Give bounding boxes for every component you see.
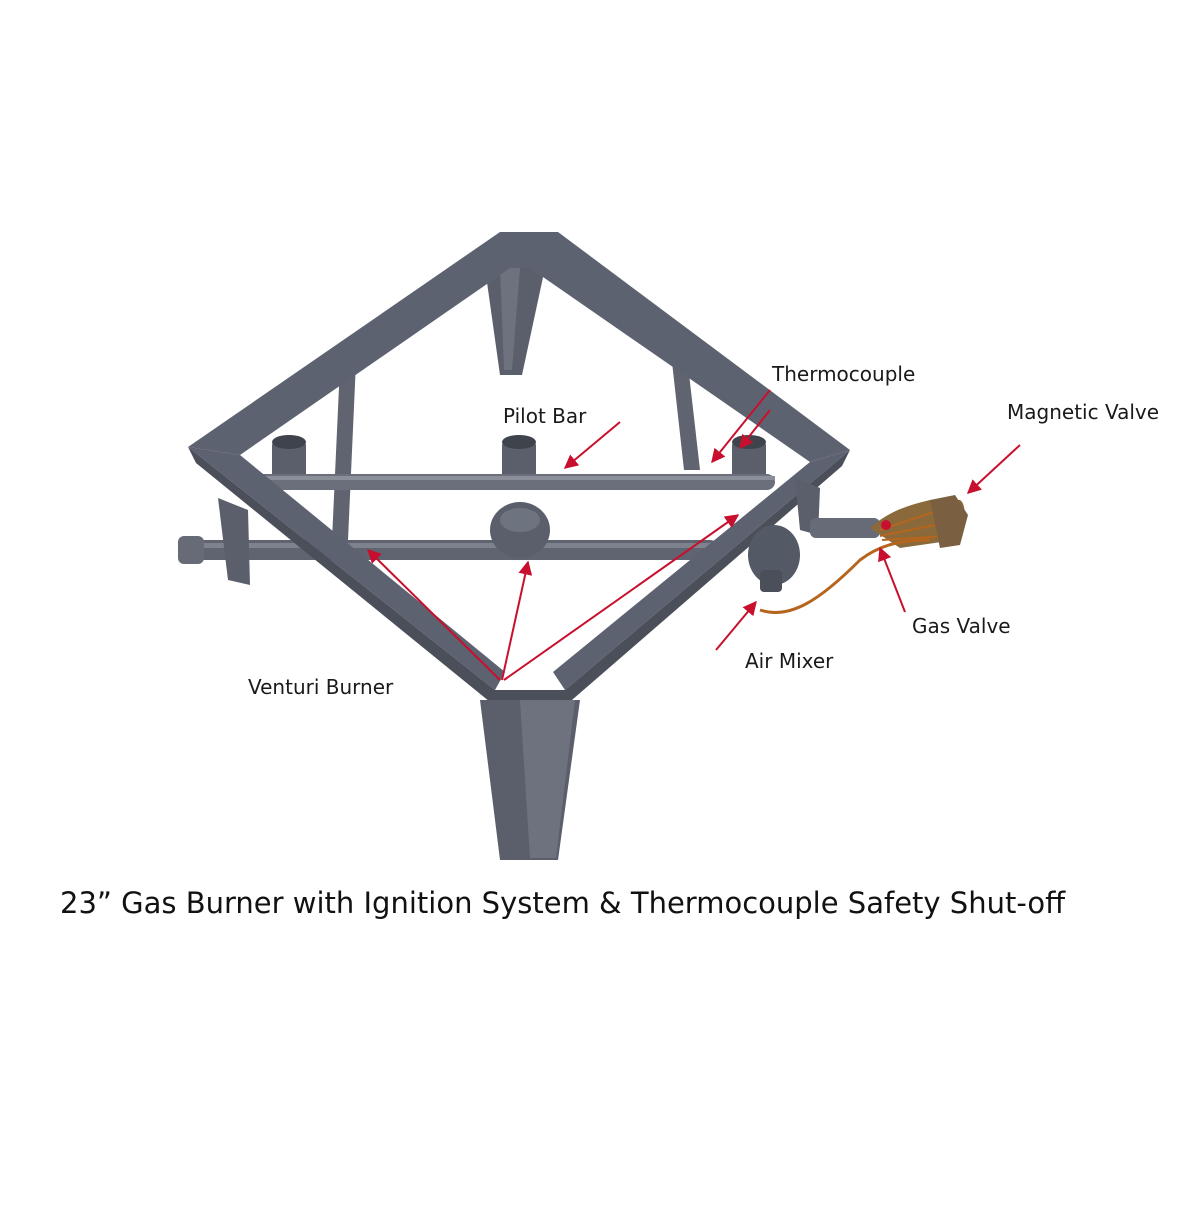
arrow-venturi-2 [501, 560, 533, 681]
figure-caption: 23” Gas Burner with Ignition System & Th… [60, 886, 1066, 920]
label-thermocouple: Thermocouple [772, 362, 916, 386]
label-pilot-bar: Pilot Bar [503, 404, 587, 428]
arrow-venturi-1 [367, 549, 501, 681]
inner-posts [332, 362, 700, 540]
pilot-bar-tube [255, 474, 775, 490]
arrow-magnetic-valve [966, 444, 1021, 494]
diamond-frame [188, 232, 850, 706]
arrow-thermocouple-2 [739, 409, 771, 450]
back-leg [485, 268, 545, 375]
arrow-venturi-3 [503, 514, 740, 681]
label-venturi-burner: Venturi Burner [248, 675, 394, 699]
annotation-arrows [367, 389, 1021, 681]
arrow-air-mixer [715, 600, 757, 651]
label-air-mixer: Air Mixer [745, 649, 834, 673]
arrow-thermocouple-1 [711, 389, 771, 464]
front-leg [480, 700, 580, 860]
arrow-gas-valve [878, 546, 906, 613]
label-gas-valve: Gas Valve [912, 614, 1011, 638]
valve-assembly [748, 495, 968, 615]
label-magnetic-valve: Magnetic Valve [1007, 400, 1160, 424]
arrow-pilot-bar [563, 421, 621, 469]
